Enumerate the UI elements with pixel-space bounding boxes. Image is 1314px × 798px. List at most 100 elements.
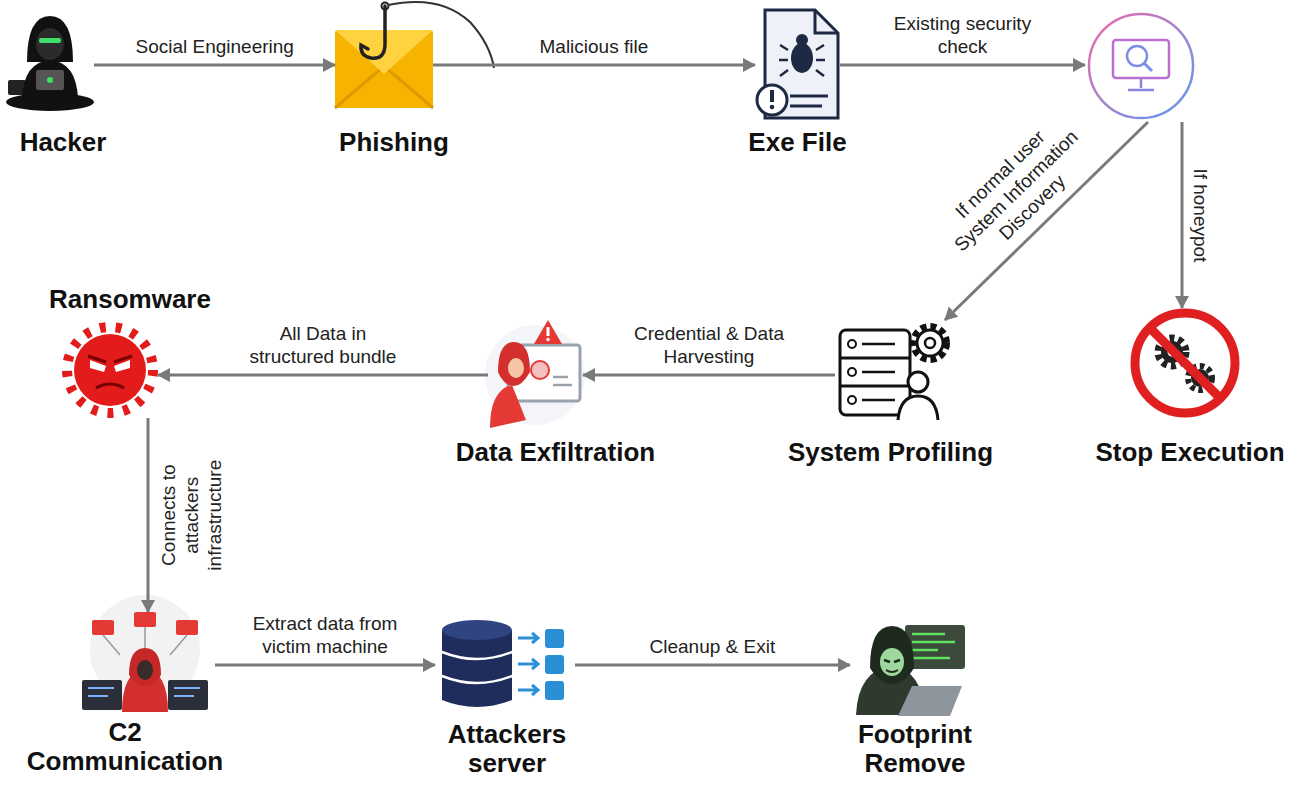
icon-part	[74, 334, 146, 406]
icon-node: Phishing	[335, 22, 433, 112]
icon-node: C2 Communication	[75, 612, 215, 712]
icon-part	[815, 10, 838, 33]
flow-arrow	[215, 664, 435, 667]
icon-part	[36, 28, 64, 60]
icon-part	[848, 368, 856, 376]
edge-label: Extract data from victim machine	[237, 613, 413, 659]
icon-part	[39, 38, 61, 43]
flow-arrow	[147, 418, 150, 612]
icon-part	[96, 384, 124, 388]
icon-part	[47, 77, 53, 83]
node-label: Footprint Remove	[840, 720, 990, 777]
icon-part	[67, 327, 153, 413]
icon-part	[870, 626, 914, 684]
icon-part	[361, 6, 385, 58]
icon-part	[442, 652, 512, 683]
icon-node: Footprint Remove	[850, 612, 970, 717]
ransomware-virus-icon	[67, 327, 153, 413]
icon-part	[908, 372, 928, 392]
node-label: Attackers server	[432, 720, 582, 777]
icon-part	[532, 633, 538, 695]
icon-part	[545, 629, 564, 648]
icon-part	[790, 96, 828, 106]
icon-part	[508, 358, 524, 378]
edge-label: Connects to attackers infrastructure	[158, 447, 226, 583]
icon-part	[862, 344, 895, 400]
node-label: Data Exfiltration	[456, 438, 655, 467]
icon-node: Exe File	[755, 8, 840, 120]
icon-part	[442, 620, 512, 640]
icon-node: Hacker	[4, 12, 94, 112]
icon-part	[848, 340, 856, 348]
icon-part	[886, 670, 898, 672]
icon-part	[545, 655, 564, 674]
icon-node: Data Exfiltration	[488, 318, 583, 428]
flow-arrow	[94, 64, 335, 67]
icon-part	[546, 338, 549, 341]
icon-part	[490, 385, 526, 428]
icon-part	[1089, 14, 1193, 118]
icon-part	[90, 360, 130, 372]
edge-label: Cleanup & Exit	[647, 636, 779, 659]
icon-part	[917, 330, 943, 356]
icon-part	[137, 660, 153, 680]
node-label: Phishing	[339, 128, 449, 157]
icon-part	[1144, 63, 1152, 71]
c2-hacker-icon	[82, 595, 208, 712]
icon-part	[27, 16, 73, 62]
flow-arrow	[433, 64, 755, 67]
node-label: Stop Execution	[1095, 438, 1284, 467]
phishing-envelope-icon	[335, 2, 494, 108]
exe-file-icon	[757, 10, 838, 118]
node-label: Ransomware	[49, 285, 211, 314]
icon-part	[92, 620, 114, 635]
icon-part	[129, 648, 161, 686]
icon-node: System Profiling	[835, 320, 960, 425]
icon-part	[840, 330, 910, 415]
icon-part	[88, 688, 200, 696]
data-exfiltration-icon	[485, 320, 585, 428]
icon-part	[848, 396, 856, 404]
icon-node: Stop Execution	[1130, 308, 1240, 418]
icon-part	[518, 638, 536, 690]
icon-part	[36, 70, 64, 90]
node-label: Hacker	[20, 128, 107, 157]
icon-part	[1128, 78, 1154, 90]
icon-part	[884, 660, 900, 662]
icon-part	[442, 630, 512, 707]
icon-part	[1113, 40, 1169, 78]
edge-label: Social Engineering	[133, 36, 297, 59]
stop-execution-icon	[1135, 313, 1235, 413]
icon-part	[757, 85, 787, 115]
icon-node	[1085, 10, 1197, 122]
icon-part	[382, 3, 389, 10]
flow-arrow	[583, 374, 835, 377]
icon-part	[770, 90, 774, 102]
icon-node: Ransomware	[62, 322, 158, 418]
flow-arrow	[575, 664, 850, 667]
attackers-server-icon	[442, 620, 564, 707]
node-label: System Profiling	[788, 438, 993, 467]
icon-part	[88, 356, 132, 362]
icon-part	[553, 377, 572, 385]
edge-label: Existing security check	[870, 13, 1056, 59]
flow-arrow	[158, 374, 488, 377]
edge-label: If honeypot	[1189, 165, 1212, 265]
icon-part	[898, 686, 962, 716]
icon-node: Attackers server	[435, 615, 575, 715]
icon-part	[534, 320, 562, 344]
icon-part	[898, 396, 938, 420]
icon-part	[388, 2, 494, 68]
icon-part	[779, 45, 825, 76]
icon-part	[545, 681, 564, 700]
icon-part	[498, 342, 530, 386]
footprint-remove-icon	[856, 625, 965, 716]
icon-part	[791, 43, 813, 73]
security-check-icon	[1089, 14, 1193, 118]
icon-part	[531, 361, 549, 379]
icon-part	[880, 648, 904, 676]
node-label: C2 Communication	[23, 718, 228, 775]
